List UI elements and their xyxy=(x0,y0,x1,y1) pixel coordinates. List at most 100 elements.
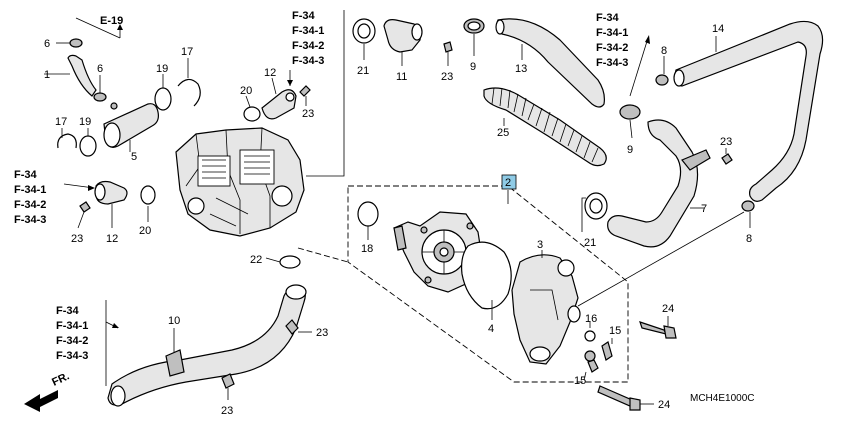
part-24-bolt-lower xyxy=(597,385,654,411)
callout-3: 3 xyxy=(537,239,543,251)
callout-2-highlight xyxy=(501,174,517,190)
part-21-ring-lower xyxy=(581,192,608,232)
ref-f34-group-lower: F-34 F-34-1 F-34-2 F-34-3 xyxy=(56,300,119,386)
callout-6-upper: 6 xyxy=(44,38,50,50)
part-13-hose xyxy=(495,18,605,108)
callout-23-upper-a: 23 xyxy=(302,108,314,120)
callout-17-lower: 17 xyxy=(55,116,67,128)
ref-f34-mid-1[interactable]: F-34-1 xyxy=(292,25,324,37)
part-8-clamp-upper xyxy=(655,56,669,86)
leader-8-to-cover xyxy=(577,211,745,307)
ref-f34-left-3[interactable]: F-34-3 xyxy=(14,214,46,226)
leader-22-dashed xyxy=(297,247,349,263)
ref-f34-right-0[interactable]: F-34 xyxy=(596,12,620,24)
part-14-long-hose xyxy=(673,20,824,202)
callout-13: 13 xyxy=(515,63,527,75)
callout-8-upper: 8 xyxy=(661,45,667,57)
part-24-bolt-upper xyxy=(639,316,677,339)
part-12-fitting-lower xyxy=(94,180,128,228)
ref-f34-low-3[interactable]: F-34-3 xyxy=(56,350,88,362)
ref-f34-mid-0[interactable]: F-34 xyxy=(292,10,316,22)
part-23-bolt-left xyxy=(77,201,91,229)
callout-4: 4 xyxy=(488,323,494,335)
callout-12-upper: 12 xyxy=(264,67,276,79)
part-23-bolt-upper-a xyxy=(299,85,311,106)
callout-11: 11 xyxy=(396,71,407,83)
callout-20-lower: 20 xyxy=(139,225,151,237)
part-23-bolt-pipe-b xyxy=(221,373,235,400)
part-9-clamp-lower xyxy=(619,104,641,139)
ref-f34-group-right: F-34 F-34-1 F-34-2 F-34-3 xyxy=(596,12,650,97)
part-20-ring-upper xyxy=(243,95,261,122)
callout-8-lower: 8 xyxy=(746,233,752,245)
ref-f34-group-left: F-34 F-34-1 F-34-2 F-34-3 xyxy=(14,169,95,226)
ref-f34-low-2[interactable]: F-34-2 xyxy=(56,335,88,347)
ref-f34-left-1[interactable]: F-34-1 xyxy=(14,184,46,196)
ref-f34-right-1[interactable]: F-34-1 xyxy=(596,27,628,39)
callout-23-pipe-a: 23 xyxy=(316,327,328,339)
callout-23-top: 23 xyxy=(441,71,453,83)
part-15-bolt-right xyxy=(601,338,613,361)
callout-5: 5 xyxy=(131,151,137,163)
ref-f34-left-0[interactable]: F-34 xyxy=(14,169,38,181)
ref-f34-mid-3[interactable]: F-34-3 xyxy=(292,55,324,67)
part-11-joint xyxy=(383,19,423,66)
ref-f34-mid-2[interactable]: F-34-2 xyxy=(292,40,324,52)
callout-10: 10 xyxy=(168,315,180,327)
part-1-bypass-hose xyxy=(44,54,97,97)
callout-15-right: 15 xyxy=(609,325,621,337)
callout-19-upper: 19 xyxy=(156,63,168,75)
callout-14: 14 xyxy=(712,23,724,35)
ref-f34-low-0[interactable]: F-34 xyxy=(56,305,80,317)
front-arrow-icon xyxy=(24,390,58,412)
callout-24-upper: 24 xyxy=(662,303,674,315)
callout-21-upper: 21 xyxy=(357,65,369,77)
callout-7: 7 xyxy=(701,203,707,215)
part-6-clip-upper xyxy=(56,38,83,48)
diagram-code: MCH4E1000C xyxy=(690,393,754,404)
ref-e19-group: E-19 xyxy=(75,15,123,39)
part-22-o-ring xyxy=(265,255,301,269)
callout-15-lower: 15 xyxy=(574,375,586,387)
ref-f34-left-2[interactable]: F-34-2 xyxy=(14,199,46,211)
part-16-washer xyxy=(584,322,596,362)
callout-21-lower: 21 xyxy=(584,237,596,249)
callout-23-right: 23 xyxy=(720,136,732,148)
part-17-circlip-lower xyxy=(57,128,77,149)
front-label: FR. xyxy=(50,370,71,388)
part-21-ring-upper xyxy=(352,18,376,60)
ref-f34-right-2[interactable]: F-34-2 xyxy=(596,42,628,54)
engine-block xyxy=(175,127,305,237)
part-17-circlip-upper xyxy=(177,58,201,107)
callout-16: 16 xyxy=(585,313,597,325)
callout-20-upper: 20 xyxy=(240,85,252,97)
callout-6-lower: 6 xyxy=(97,63,103,75)
part-19-o-ring-lower xyxy=(79,128,97,157)
callout-17-upper: 17 xyxy=(181,46,193,58)
part-20-ring-lower xyxy=(140,185,156,222)
callout-2: 2 xyxy=(505,177,511,189)
callout-19-lower: 19 xyxy=(79,116,91,128)
callout-9-upper: 9 xyxy=(470,61,476,73)
part-23-bolt-pipe-a xyxy=(285,319,312,335)
part-5-water-pipe xyxy=(103,103,159,152)
callout-1: 1 xyxy=(44,69,50,81)
part-18-o-ring xyxy=(357,201,379,240)
part-19-o-ring-upper xyxy=(154,74,172,111)
small-bolt-left xyxy=(110,102,118,110)
part-25-corrugated-hose xyxy=(483,87,607,167)
callout-9-lower: 9 xyxy=(627,144,633,156)
ref-f34-group-middle: F-34 F-34-1 F-34-2 F-34-3 xyxy=(287,10,345,177)
ref-e19-label[interactable]: E-19 xyxy=(100,15,123,27)
ref-f34-right-3[interactable]: F-34-3 xyxy=(596,57,628,69)
callout-24-lower: 24 xyxy=(658,399,670,411)
callout-12-lower: 12 xyxy=(106,233,118,245)
ref-f34-low-1[interactable]: F-34-1 xyxy=(56,320,88,332)
callout-18: 18 xyxy=(361,243,373,255)
part-12-fitting-upper xyxy=(261,77,297,120)
part-15-bolt-lower xyxy=(583,359,599,381)
callout-25: 25 xyxy=(497,127,509,139)
callout-23-left: 23 xyxy=(71,233,83,245)
part-8-clamp-lower xyxy=(741,200,755,228)
